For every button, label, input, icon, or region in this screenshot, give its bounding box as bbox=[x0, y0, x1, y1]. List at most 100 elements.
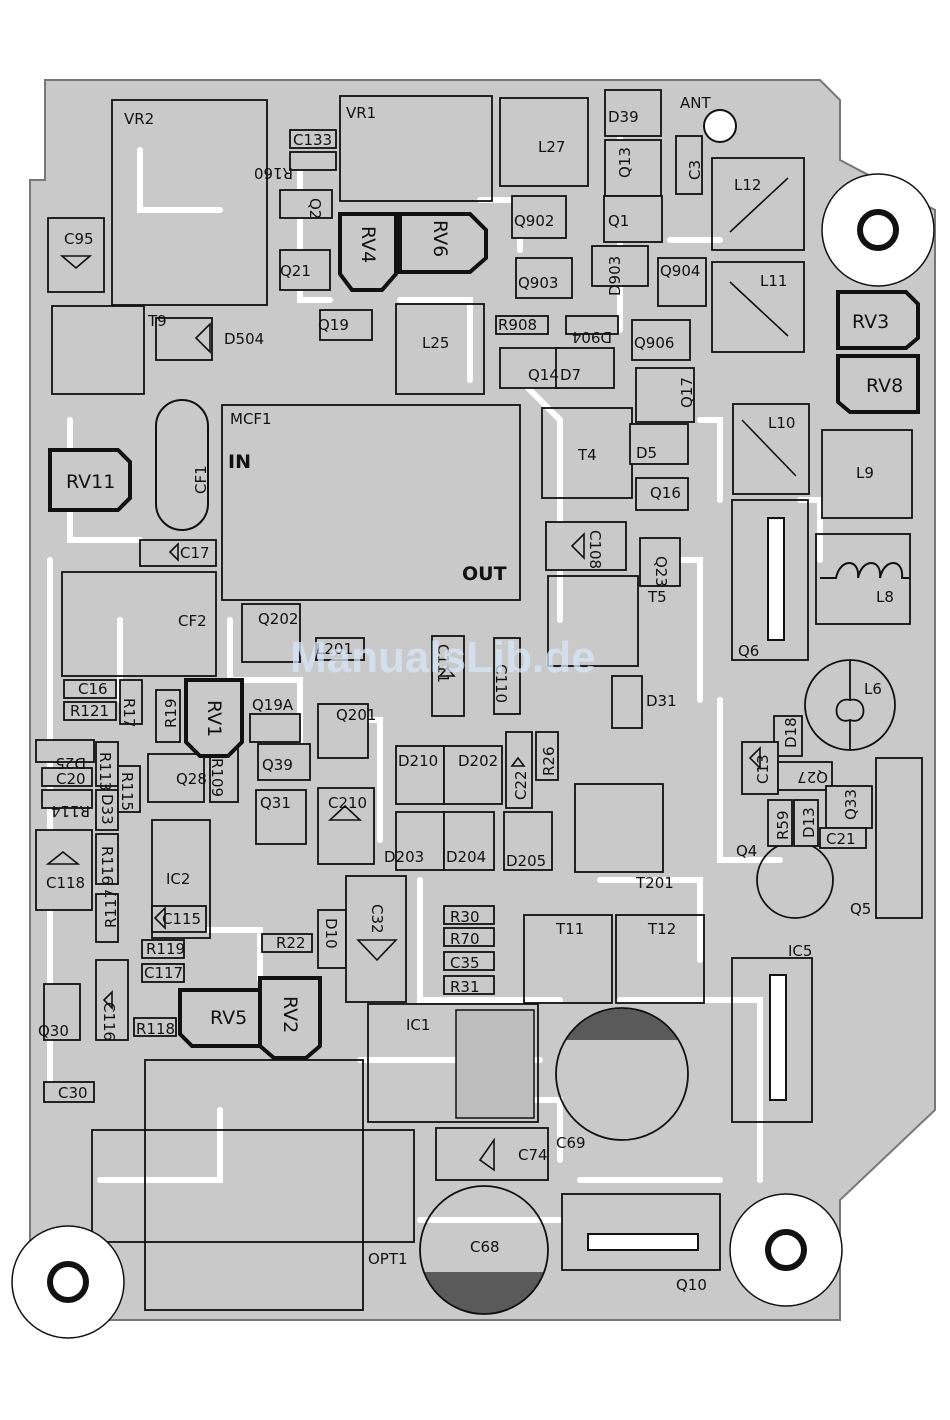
t11-outline bbox=[523, 914, 613, 1004]
label-c110: C110 bbox=[492, 664, 510, 703]
label-c108: C108 bbox=[586, 530, 604, 569]
label-d39: D39 bbox=[608, 108, 639, 126]
label-ant: ANT bbox=[680, 94, 711, 112]
ic2-outline bbox=[151, 819, 211, 939]
t5-outline bbox=[547, 575, 639, 667]
label-q33: Q33 bbox=[842, 789, 860, 820]
label-t9: T9 bbox=[147, 312, 167, 330]
component-labels: VR2 VR1 C133 R160 L27 D39 ANT Q13 C3 L12… bbox=[38, 94, 903, 1294]
label-d204: D204 bbox=[446, 848, 486, 866]
label-vr1: VR1 bbox=[346, 104, 376, 122]
label-cf2: CF2 bbox=[178, 612, 207, 630]
label-d7: D7 bbox=[560, 366, 581, 384]
label-d903: D903 bbox=[606, 256, 624, 296]
label-q27: Q27 bbox=[797, 768, 828, 786]
label-rv5: RV5 bbox=[210, 1007, 247, 1029]
label-d5: D5 bbox=[636, 444, 657, 462]
label-d904: D904 bbox=[572, 328, 612, 346]
label-r115: R115 bbox=[118, 772, 136, 811]
label-r160: R160 bbox=[254, 164, 293, 182]
label-d205: D205 bbox=[506, 852, 546, 870]
label-c68: C68 bbox=[470, 1238, 500, 1256]
label-r119: R119 bbox=[146, 940, 185, 958]
label-r26: R26 bbox=[540, 746, 558, 776]
label-d203: D203 bbox=[384, 848, 424, 866]
label-c118: C118 bbox=[46, 874, 85, 892]
label-q39: Q39 bbox=[262, 756, 293, 774]
label-c116: C116 bbox=[100, 1002, 118, 1041]
label-q19: Q19 bbox=[318, 316, 349, 334]
l6-coil bbox=[835, 660, 865, 750]
label-q19a: Q19A bbox=[252, 696, 294, 714]
label-c111: C111 bbox=[434, 644, 452, 683]
label-c210: C210 bbox=[328, 794, 367, 812]
label-q23: Q23 bbox=[652, 556, 670, 587]
label-out: OUT bbox=[462, 563, 507, 585]
label-rv8: RV8 bbox=[866, 375, 903, 397]
l25-outline bbox=[395, 303, 485, 395]
label-q202: Q202 bbox=[258, 610, 298, 628]
l27-outline bbox=[499, 97, 589, 187]
watermark: ManualsLib.de bbox=[290, 633, 596, 682]
label-q904: Q904 bbox=[660, 262, 700, 280]
label-d31: D31 bbox=[646, 692, 677, 710]
label-r59: R59 bbox=[774, 810, 792, 840]
label-q2: Q2 bbox=[306, 198, 324, 219]
label-ic5: IC5 bbox=[788, 942, 812, 960]
label-t12: T12 bbox=[647, 920, 676, 938]
label-r117: R117 bbox=[102, 889, 120, 928]
label-c17: C17 bbox=[180, 544, 210, 562]
q5-outline bbox=[875, 757, 923, 919]
adjusters bbox=[48, 212, 920, 1060]
label-c32: C32 bbox=[368, 904, 386, 934]
label-q31: Q31 bbox=[260, 794, 291, 812]
t201-outline bbox=[574, 783, 664, 873]
label-r70: R70 bbox=[450, 930, 480, 948]
label-c69: C69 bbox=[556, 1134, 586, 1152]
label-q5: Q5 bbox=[850, 900, 871, 918]
label-r17: R17 bbox=[120, 698, 138, 728]
label-l25: L25 bbox=[422, 334, 449, 352]
label-mcf1: MCF1 bbox=[230, 410, 272, 428]
label-c20: C20 bbox=[56, 770, 86, 788]
label-vr2: VR2 bbox=[124, 110, 154, 128]
label-l10: L10 bbox=[768, 414, 795, 432]
opt1-lower bbox=[144, 1059, 364, 1311]
l10-mark bbox=[741, 419, 797, 477]
label-t11: T11 bbox=[555, 920, 584, 938]
label-l9: L9 bbox=[856, 464, 874, 482]
small-components bbox=[35, 89, 873, 1181]
label-c22: C22 bbox=[512, 770, 530, 800]
label-q13: Q13 bbox=[616, 147, 634, 178]
label-q21: Q21 bbox=[280, 262, 311, 280]
label-cf1: CF1 bbox=[192, 465, 210, 494]
t12-outline bbox=[615, 914, 705, 1004]
label-q16: Q16 bbox=[650, 484, 681, 502]
label-r118: R118 bbox=[136, 1020, 175, 1038]
label-q906: Q906 bbox=[634, 334, 674, 352]
label-d202: D202 bbox=[458, 752, 498, 770]
label-c74: C74 bbox=[518, 1146, 548, 1164]
q6-outline bbox=[731, 499, 809, 661]
ic5-outline bbox=[731, 957, 813, 1123]
label-q903: Q903 bbox=[518, 274, 558, 292]
mounting-holes bbox=[11, 173, 935, 1339]
label-q1: Q1 bbox=[608, 212, 629, 230]
l10-outline bbox=[732, 403, 810, 495]
ic1-outline bbox=[367, 1003, 539, 1123]
label-r30: R30 bbox=[450, 908, 480, 926]
label-d504: D504 bbox=[224, 330, 264, 348]
vr2-outline bbox=[111, 99, 268, 306]
label-d33: D33 bbox=[98, 794, 116, 825]
label-c30: C30 bbox=[58, 1084, 88, 1102]
label-l201: L201 bbox=[316, 640, 353, 658]
ant-pad bbox=[703, 109, 737, 143]
label-in: IN bbox=[228, 451, 251, 473]
label-q28: Q28 bbox=[176, 770, 207, 788]
label-d25: D25 bbox=[55, 754, 86, 772]
label-rv11: RV11 bbox=[66, 471, 115, 493]
label-c21: C21 bbox=[826, 830, 856, 848]
label-d210: D210 bbox=[398, 752, 438, 770]
label-rv6: RV6 bbox=[429, 220, 451, 257]
label-r22: R22 bbox=[276, 934, 306, 952]
